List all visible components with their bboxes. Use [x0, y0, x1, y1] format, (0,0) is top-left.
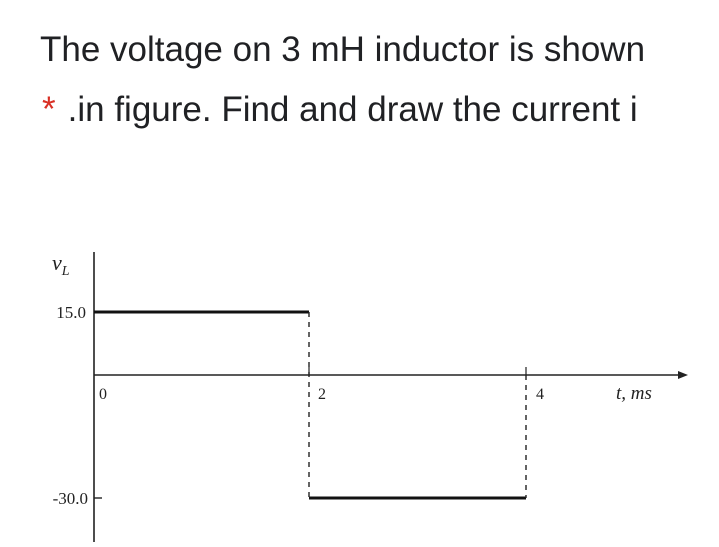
question-line-2: * .in figure. Find and draw the current i: [42, 90, 638, 130]
voltage-waveform-figure: vL 15.0 -30.0 0 2 4 t, ms: [0, 230, 719, 542]
question-line-2-text: .in figure. Find and draw the current i: [67, 90, 638, 129]
x-tick-label-0: 0: [99, 386, 107, 403]
question-line-1: The voltage on 3 mH inductor is shown: [40, 30, 646, 69]
x-tick-label-4: 4: [536, 386, 544, 403]
y-axis-label-main: v: [52, 250, 62, 275]
y-tick-label-15: 15.0: [56, 303, 86, 322]
waveform-svg: vL 15.0 -30.0 0 2 4 t, ms: [52, 250, 688, 542]
y-axis-label-subscript: L: [61, 264, 70, 279]
required-asterisk: *: [42, 90, 56, 129]
x-axis-arrowhead: [678, 371, 688, 379]
question-text: The voltage on 3 mH inductor is shown *.…: [0, 0, 719, 170]
x-tick-label-2: 2: [318, 386, 326, 403]
y-tick-label-neg30: -30.0: [53, 489, 88, 508]
y-axis-label: vL: [52, 250, 70, 279]
x-axis-label: t, ms: [616, 383, 652, 404]
